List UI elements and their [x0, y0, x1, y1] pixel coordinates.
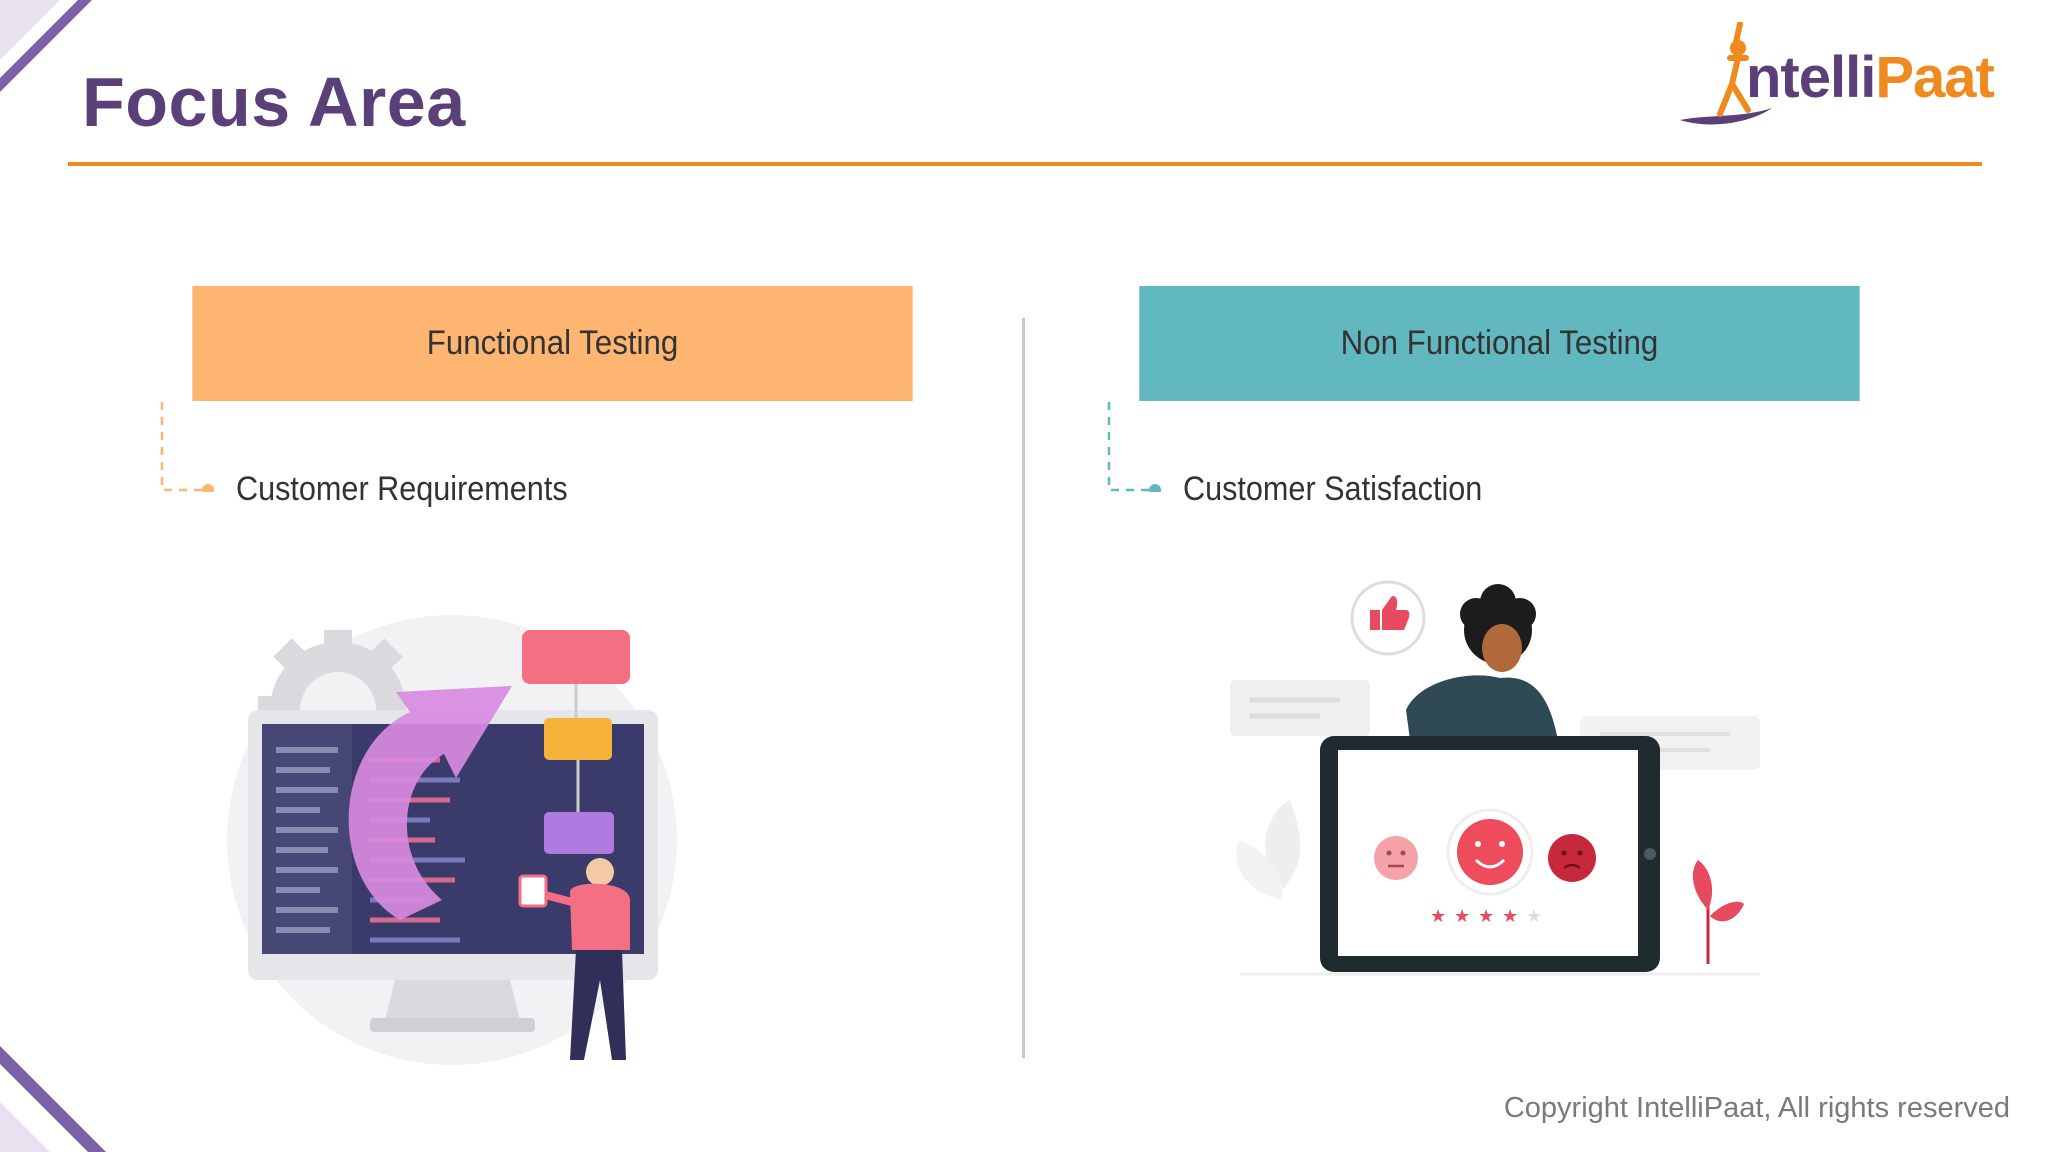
svg-text:★: ★ — [1454, 906, 1470, 927]
column-divider — [1022, 318, 1025, 1058]
neutral-face-icon — [1374, 836, 1418, 880]
customer-satisfaction-label: Customer Satisfaction — [1183, 470, 1483, 508]
logo-text-paat: Paat — [1875, 45, 1995, 110]
title-underline — [68, 162, 1982, 166]
svg-text:★: ★ — [1430, 906, 1446, 927]
unhappy-face-icon — [1548, 834, 1596, 882]
svg-text:★: ★ — [1502, 906, 1518, 927]
customer-requirements-label: Customer Requirements — [236, 470, 568, 508]
page-title: Focus Area — [82, 63, 466, 141]
developer-person-icon — [518, 858, 630, 1060]
flowchart-icon — [522, 630, 630, 854]
copyright-footer: Copyright IntelliPaat, All rights reserv… — [1503, 1092, 2010, 1124]
corner-accent-bottom-left — [0, 1046, 106, 1152]
svg-text:★: ★ — [1526, 906, 1542, 927]
corner-accent-top-left — [0, 0, 92, 92]
chat-bubble-left-icon — [1230, 680, 1370, 736]
monitor-flowchart-developer-illustration — [227, 615, 677, 1065]
functional-testing-header: Functional Testing — [192, 286, 913, 401]
non-functional-testing-header: Non Functional Testing — [1139, 286, 1860, 401]
intellipaat-logo: ntelliPaat — [1672, 22, 1995, 140]
happy-face-icon — [1446, 808, 1534, 896]
plant-icon — [1236, 800, 1744, 964]
dashed-connector-right — [1107, 402, 1161, 492]
star-rating-icon: ★ ★ ★ ★ ★ — [1430, 906, 1542, 927]
svg-text:★: ★ — [1478, 906, 1494, 927]
logo-text-intelli: ntelli — [1746, 45, 1876, 110]
logo-wordmark: ntelliPaat — [1746, 44, 1995, 111]
intellipaat-figure-logo-icon — [1680, 22, 1772, 125]
dashed-connector-left — [160, 402, 214, 492]
non-functional-testing-header-label: Non Functional Testing — [1340, 324, 1659, 362]
curved-arrow-icon — [348, 686, 512, 920]
thumbs-up-bubble-icon — [1350, 580, 1426, 656]
tablet-feedback-rating-illustration: ★ ★ ★ ★ ★ — [1230, 580, 1760, 976]
functional-testing-header-label: Functional Testing — [426, 324, 679, 362]
